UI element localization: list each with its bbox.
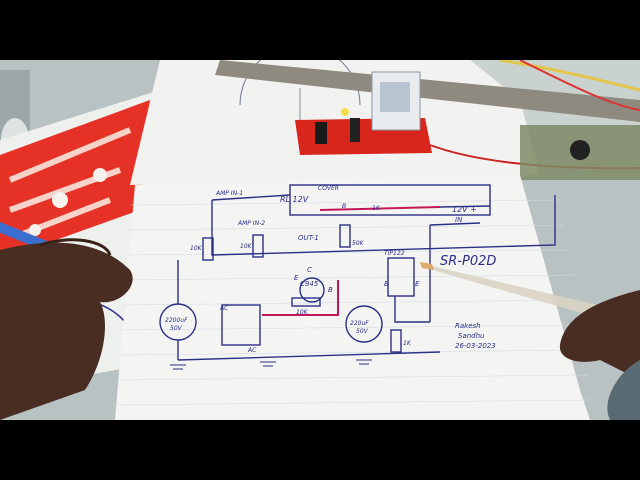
res-mid-label: 10K (240, 243, 253, 250)
relay-board (295, 71, 432, 155)
cap-left-label: 2200uF (165, 317, 188, 324)
transistor-tip122 (387, 257, 415, 297)
amp-in-1-label: AMP IN-1 (215, 190, 243, 197)
res-left-label: 10K (190, 245, 203, 252)
cap-left-voltage: 50V (170, 325, 183, 332)
res-low-label: 1K (403, 340, 412, 347)
video-frame: SR-P02D RL 12V COVER AMP IN-1 AMP IN-2 1… (0, 60, 640, 420)
tip-pin-e-label: E (415, 280, 420, 288)
notebook-main-page (113, 175, 591, 420)
top-label: COVER (318, 185, 339, 192)
wires-right (429, 60, 640, 180)
tip122-label: TIP122 (384, 250, 405, 257)
amp-in-2-label: AMP IN-2 (237, 220, 265, 227)
capacitor-mid-symbol (345, 305, 383, 343)
relay-symbol (289, 184, 491, 216)
transistor-c945 (299, 277, 325, 303)
cap-mid-label: 220uF (350, 320, 369, 327)
schematic-title: SR-P02D (440, 254, 496, 269)
resistor-left (202, 237, 214, 261)
signature-line-1: Rakesh (455, 322, 481, 330)
circuit-schematic (159, 184, 556, 370)
led (341, 108, 349, 116)
resistor-base (291, 297, 321, 307)
pin-e-label: E (294, 274, 299, 282)
pin-c-label: C (307, 266, 312, 274)
res-right-label: 50K (352, 240, 365, 247)
right-hand (559, 290, 640, 420)
pin-b-label: B (328, 286, 333, 294)
supply-label: 12V + (452, 205, 477, 214)
ground-symbols (170, 359, 372, 370)
cap-mid-voltage: 50V (356, 328, 369, 335)
c945-label: C945 (300, 280, 319, 288)
bridge-ac-top: AC (219, 305, 229, 312)
signature-line-3: 26-03-2023 (455, 342, 496, 350)
signature-line-2: Sandhu (458, 332, 485, 340)
res-base-label: 10K (296, 309, 309, 316)
relay-label: RL 12V (280, 195, 309, 204)
left-hand (0, 238, 133, 420)
schematic-labels: SR-P02D RL 12V COVER AMP IN-1 AMP IN-2 1… (165, 185, 496, 354)
resistor-mid (252, 234, 264, 258)
resistor-right (339, 224, 351, 248)
metal-ruler (215, 60, 640, 122)
photo-scene: SR-P02D RL 12V COVER AMP IN-1 AMP IN-2 1… (0, 60, 640, 420)
tip-pin-b-label: B (384, 280, 389, 288)
capacitor-on-board (315, 122, 327, 144)
supply-in-label: IN (455, 216, 463, 224)
resistor-low (390, 329, 402, 353)
letterbox-top (0, 0, 640, 60)
letterbox-bottom (0, 420, 640, 480)
bridge-rectifier (221, 304, 261, 346)
diode-b-label: B (342, 203, 346, 210)
out-label: OUT-1 (298, 234, 319, 242)
res-top-label: 1K (372, 205, 381, 212)
bridge-ac-bottom: AC (247, 347, 257, 354)
